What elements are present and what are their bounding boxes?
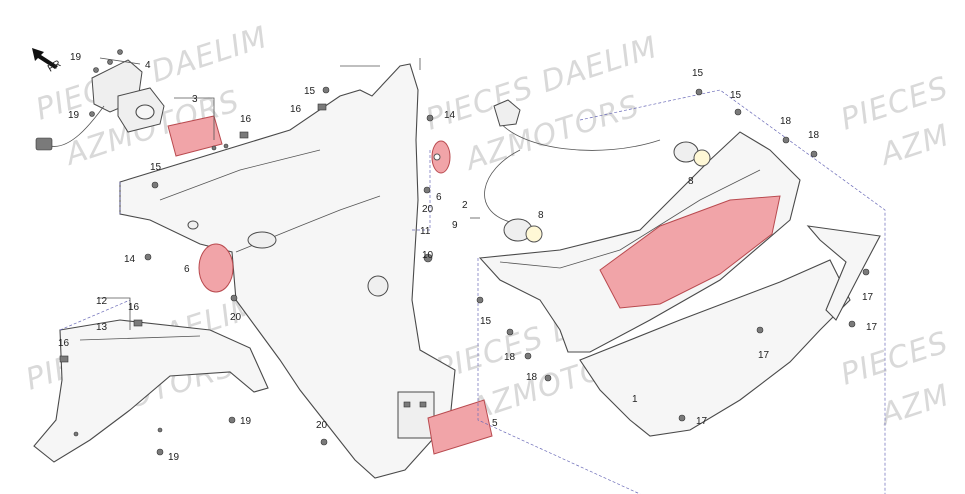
tail-light-assembly (478, 99, 801, 353)
callout-15: 15 (480, 316, 492, 327)
callout-16: 16 (58, 338, 70, 349)
callout-19: 19 (168, 452, 180, 463)
watermark: AZM (875, 118, 954, 174)
callout-15: 15 (730, 90, 742, 101)
callout-15: 15 (150, 162, 162, 173)
callout-3: 3 (192, 94, 198, 105)
callout-18: 18 (808, 130, 820, 141)
rear-fender (119, 63, 456, 479)
callout-17: 17 (862, 292, 874, 303)
callout-18: 18 (526, 372, 538, 383)
callout-8: 8 (538, 210, 544, 221)
callout-8: 8 (688, 176, 694, 187)
reflector-side (431, 140, 451, 174)
front-direction-arrow-icon: FR (32, 48, 63, 75)
callout-14: 14 (124, 254, 136, 265)
callouts: 1 2 3 4 5 6 6 8 8 9 10 11 12 13 14 14 15… (58, 52, 878, 463)
license-light-assembly (35, 49, 249, 157)
callout-19: 19 (68, 110, 80, 121)
callout-2: 2 (462, 200, 468, 211)
callout-13: 13 (96, 322, 108, 333)
callout-17: 17 (866, 322, 878, 333)
callout-1: 1 (632, 394, 638, 405)
callout-6: 6 (184, 264, 190, 275)
callout-20: 20 (230, 312, 242, 323)
callout-17: 17 (758, 350, 770, 361)
callout-18: 18 (504, 352, 516, 363)
callout-6: 6 (436, 192, 442, 203)
callout-16: 16 (290, 104, 302, 115)
callout-9: 9 (452, 220, 458, 231)
reflector-left (198, 243, 234, 293)
callout-19: 19 (240, 416, 252, 427)
callout-15: 15 (304, 86, 316, 97)
callout-20: 20 (316, 420, 328, 431)
callout-5: 5 (492, 418, 498, 429)
callout-18: 18 (780, 116, 792, 127)
callout-14: 14 (444, 110, 456, 121)
leader-lines (59, 57, 886, 494)
lower-splash-guard (33, 319, 269, 463)
callout-15: 15 (692, 68, 704, 79)
callout-20: 20 (422, 204, 434, 215)
callout-12: 12 (96, 296, 108, 307)
watermark: AZM (875, 378, 954, 434)
callout-16: 16 (240, 114, 252, 125)
callout-19: 19 (70, 52, 82, 63)
callout-4: 4 (145, 60, 151, 71)
callout-10: 10 (422, 250, 434, 261)
callout-16: 16 (128, 302, 140, 313)
fasteners (59, 86, 870, 456)
license-reflector (427, 399, 493, 455)
callout-17: 17 (696, 416, 708, 427)
callout-11: 11 (420, 226, 431, 237)
side-cover (579, 225, 881, 437)
